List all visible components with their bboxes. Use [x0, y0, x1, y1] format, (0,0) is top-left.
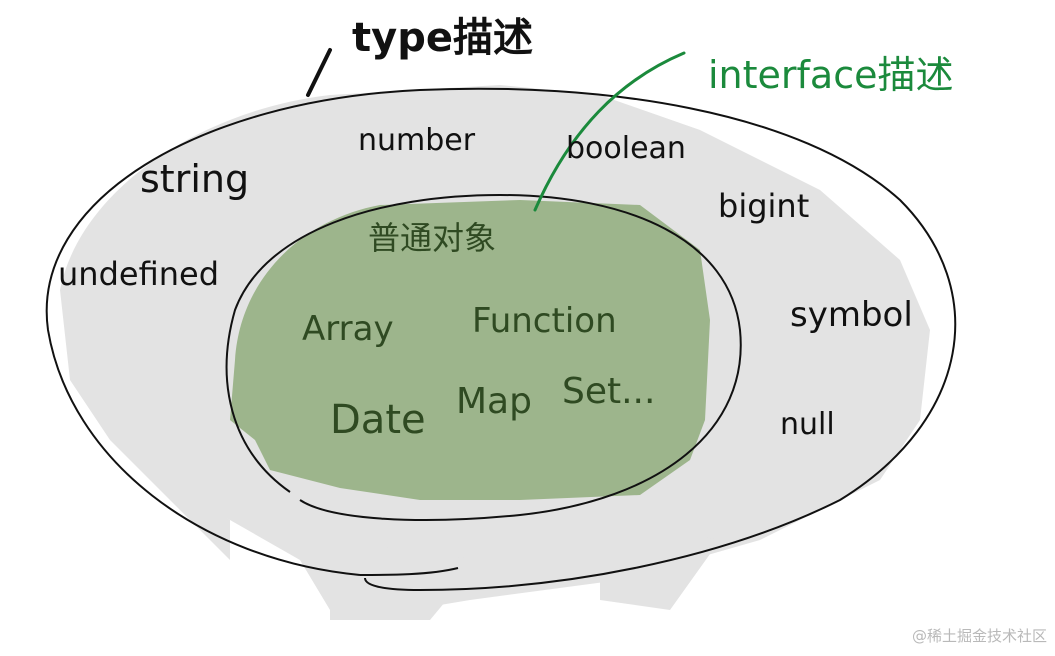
label-date: Date	[330, 397, 426, 443]
label-string: string	[140, 157, 250, 201]
outer-ellipse-tail	[359, 567, 459, 576]
label-undefined: undefined	[58, 255, 219, 293]
label-bigint: bigint	[718, 187, 810, 225]
label-boolean: boolean	[566, 131, 686, 166]
interface-pointer-line	[533, 51, 686, 212]
type-description-title: type描述	[352, 15, 533, 61]
type-pointer-line	[306, 48, 332, 97]
label-function: Function	[472, 301, 617, 341]
outer-ellipse	[45, 87, 957, 592]
label-map: Map	[456, 381, 532, 422]
label-plain-object: 普通对象	[368, 219, 497, 257]
watermark: @稀土掘金技术社区	[911, 627, 1047, 645]
label-number: number	[358, 123, 476, 158]
label-null: null	[780, 407, 835, 442]
interface-description-title: interface描述	[708, 53, 954, 97]
label-set: Set...	[562, 371, 656, 412]
label-symbol: symbol	[790, 295, 913, 335]
label-array: Array	[302, 309, 394, 349]
inner-ellipse	[225, 193, 742, 521]
inner-green-fill	[230, 200, 710, 500]
